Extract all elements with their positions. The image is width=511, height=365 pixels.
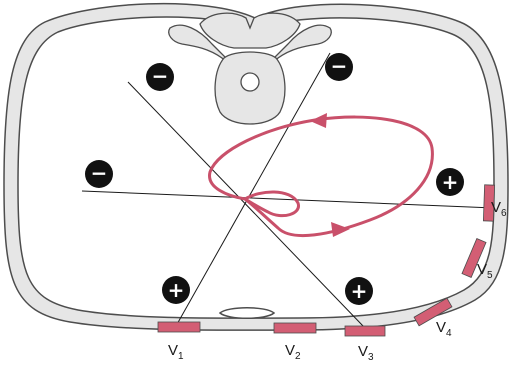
svg-text:+: + bbox=[351, 279, 368, 303]
electrode-v2 bbox=[274, 323, 316, 333]
polarity-marker-left: − bbox=[85, 160, 113, 188]
svg-text:+: + bbox=[168, 278, 185, 302]
lead-label-v3: V3 bbox=[358, 343, 374, 363]
electrode-v1 bbox=[158, 322, 200, 332]
polarity-marker-right: + bbox=[436, 168, 464, 196]
lead-label-v2: V2 bbox=[285, 342, 301, 362]
sternum bbox=[220, 308, 274, 319]
lead-label-v1: V1 bbox=[168, 342, 184, 362]
svg-text:−: − bbox=[152, 64, 169, 88]
polarity-marker-lower-left: + bbox=[162, 276, 190, 304]
svg-text:−: − bbox=[91, 161, 108, 185]
polarity-marker-upper-right: − bbox=[325, 53, 353, 81]
electrode-v3 bbox=[345, 326, 385, 336]
lead-label-v4: V4 bbox=[436, 319, 452, 339]
svg-text:−: − bbox=[331, 54, 348, 78]
polarity-marker-lower-right: + bbox=[345, 277, 373, 305]
svg-text:+: + bbox=[442, 170, 459, 194]
polarity-marker-upper-left: − bbox=[146, 63, 174, 91]
